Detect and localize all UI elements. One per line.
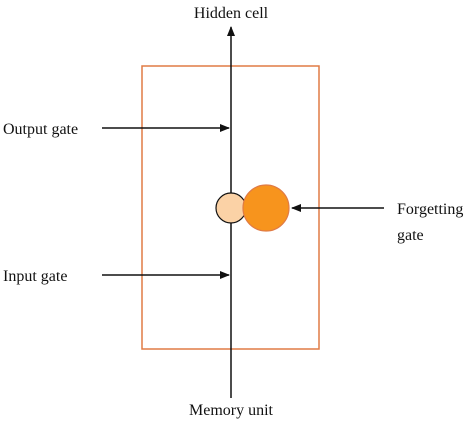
output-gate-label: Output gate [3, 121, 78, 138]
hidden-cell-label: Hidden cell [194, 5, 269, 22]
forgetting-gate-label-line1: Forgetting [397, 201, 463, 218]
input-gate-label: Input gate [3, 268, 67, 285]
forgetting-gate-label-line2: gate [397, 227, 424, 244]
memory-unit-label: Memory unit [189, 402, 274, 419]
forget-gate-node [242, 184, 290, 232]
memory-node [215, 192, 247, 224]
